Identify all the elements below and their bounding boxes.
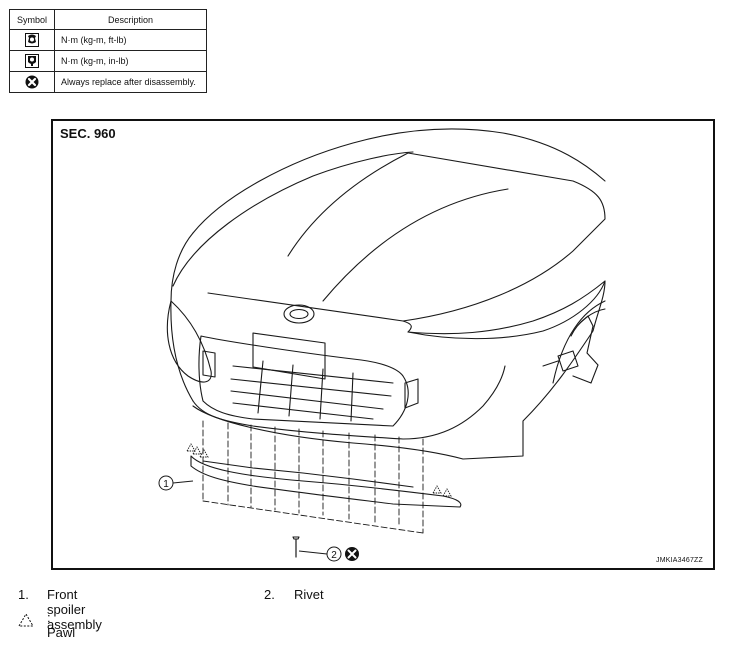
always-replace-icon — [345, 547, 359, 561]
symbol-table-row: N·m (kg-m, ft-lb) — [9, 29, 207, 51]
symbol-description: N·m (kg-m, in-lb) — [54, 50, 207, 72]
pawl-icon — [18, 613, 34, 627]
wheel-arch — [552, 300, 606, 384]
exploded-view-figure: SEC. 960 — [51, 119, 715, 570]
symbol-cell — [9, 29, 55, 51]
symbol-table: Symbol Description N·m (kg-m, ft-lb) N·m… — [9, 9, 207, 93]
pawl-label: : Pawl — [47, 610, 76, 640]
hood-front-edge — [207, 292, 412, 333]
hood-outline — [192, 128, 606, 234]
legend-item-label: Front spoiler assembly — [47, 587, 102, 632]
grille-vert — [257, 360, 354, 422]
grille-outline — [198, 335, 409, 427]
callout-1 — [158, 475, 194, 491]
right-fender — [462, 280, 606, 460]
callout-1-number: 1 — [163, 479, 169, 490]
hood-line — [322, 188, 509, 302]
grille-slat — [230, 390, 384, 410]
rivet-head — [292, 536, 300, 540]
legend-item-number: 2. — [264, 587, 275, 602]
callout-2-number: 2 — [331, 550, 337, 561]
vent-left — [202, 350, 216, 378]
spoiler-inner — [202, 460, 414, 488]
symbol-table-header-row: Symbol Description — [9, 9, 207, 30]
rivet-alignment-lines — [202, 420, 424, 534]
license-plate — [252, 332, 326, 380]
wheel-arch-inner — [570, 308, 606, 337]
callout-2 — [298, 546, 342, 562]
section-label: SEC. 960 — [60, 126, 116, 141]
torque-wrench-ftlb-icon — [25, 33, 39, 47]
symbol-table-row: Always replace after disassembly. — [9, 71, 207, 93]
torque-wrench-inlb-icon — [25, 54, 39, 68]
symbol-table-row: N·m (kg-m, in-lb) — [9, 50, 207, 72]
legend-item-label: Rivet — [294, 587, 324, 602]
symbol-column-header: Symbol — [9, 9, 55, 30]
wheel-hub — [572, 315, 599, 384]
legend-item-number: 1. — [18, 587, 29, 602]
front-fascia — [192, 365, 506, 440]
grille-slat — [232, 402, 374, 420]
headlight-left — [166, 300, 212, 383]
grille-slat — [230, 378, 392, 397]
suspension — [542, 350, 579, 372]
headlight-right — [407, 280, 606, 340]
left-body — [170, 232, 194, 402]
description-column-header: Description — [54, 9, 207, 30]
emblem — [283, 304, 315, 324]
car-front-drawing: 1 2 — [158, 128, 606, 562]
front-spoiler — [190, 455, 462, 508]
figure-code: JMKIA3467ZZ — [656, 557, 703, 564]
hood-crease-left — [172, 151, 414, 287]
fascia-lower — [192, 405, 464, 460]
vent-right — [404, 378, 419, 409]
symbol-cell — [9, 50, 55, 72]
grille-slat — [232, 365, 394, 384]
always-replace-icon — [25, 75, 39, 89]
pawl-markers — [186, 443, 452, 497]
symbol-cell — [9, 71, 55, 93]
symbol-description: Always replace after disassembly. — [54, 71, 207, 93]
symbol-description: N·m (kg-m, ft-lb) — [54, 29, 207, 51]
hood-panel — [287, 152, 606, 322]
